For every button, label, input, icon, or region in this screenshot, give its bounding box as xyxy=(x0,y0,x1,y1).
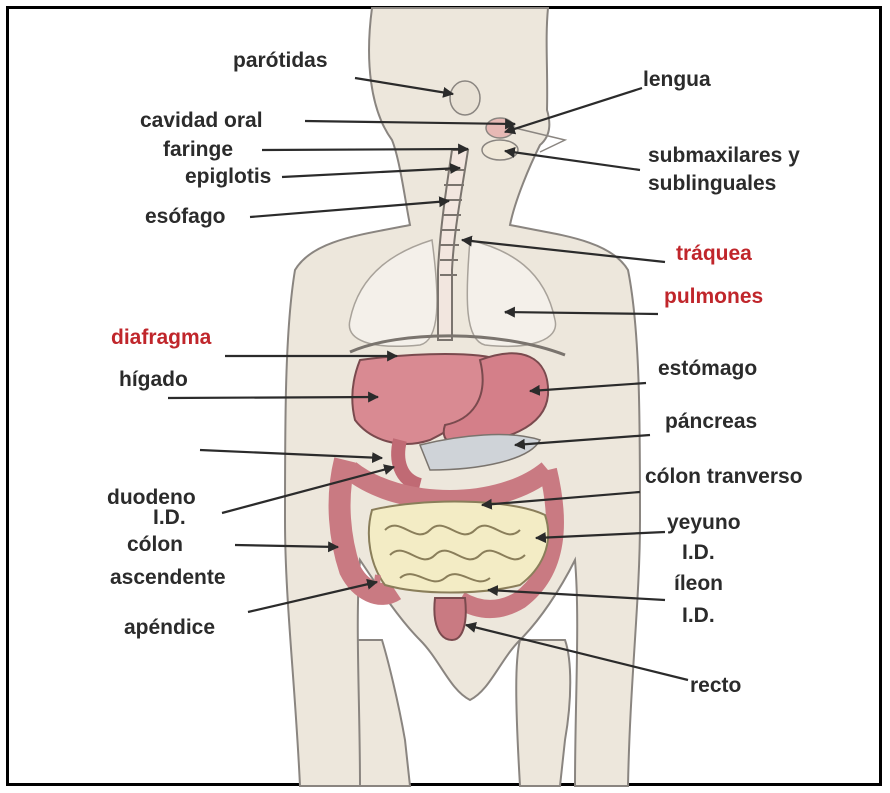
label-recto: recto xyxy=(690,675,741,697)
label-faringe: faringe xyxy=(163,139,233,161)
label-higado: hígado xyxy=(119,369,188,391)
label-parotidas: parótidas xyxy=(233,50,328,72)
label-traquea: tráquea xyxy=(676,243,752,265)
label-pancreas: páncreas xyxy=(665,411,757,433)
arrow-faringe xyxy=(262,149,468,150)
label-colon-transverso: cólon tranverso xyxy=(645,466,803,488)
label-esofago: esófago xyxy=(145,206,226,228)
arrow-higado xyxy=(168,397,378,398)
label-duodeno-id: I.D. xyxy=(153,507,186,529)
label-submaxilares: submaxilares y xyxy=(648,145,800,167)
label-diafragma: diafragma xyxy=(111,327,211,349)
label-epiglotis: epiglotis xyxy=(185,166,271,188)
label-yeyuno: yeyuno xyxy=(667,512,741,534)
label-cavidad-oral: cavidad oral xyxy=(140,110,263,132)
label-estomago: estómago xyxy=(658,358,757,380)
label-ascendente: ascendente xyxy=(110,567,226,589)
small-intestine xyxy=(369,502,548,593)
label-apendice: apéndice xyxy=(124,617,215,639)
label-pulmones: pulmones xyxy=(664,286,763,308)
label-ileon-id: I.D. xyxy=(682,605,715,627)
label-lengua: lengua xyxy=(643,69,711,91)
label-ileon: íleon xyxy=(674,573,723,595)
label-yeyuno-id: I.D. xyxy=(682,542,715,564)
label-colon: cólon xyxy=(127,534,183,556)
label-sublinguales: sublinguales xyxy=(648,173,776,195)
